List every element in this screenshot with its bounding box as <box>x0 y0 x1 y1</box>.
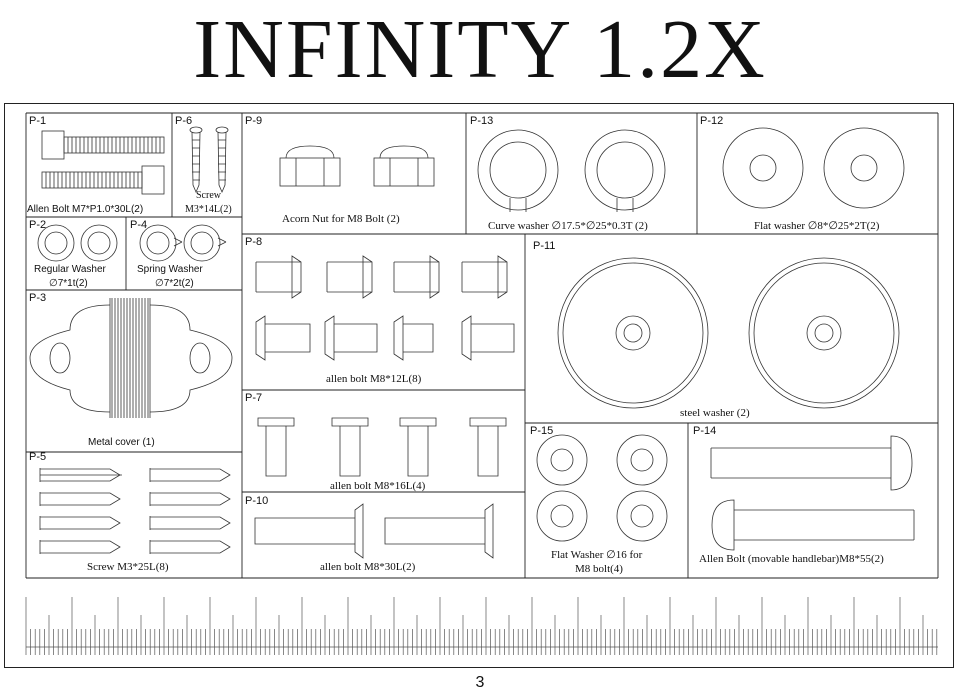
p3-desc: Metal cover (1) <box>88 437 155 448</box>
p5-screw-drawing <box>39 468 231 554</box>
p4-spring-washer-drawing <box>139 224 227 262</box>
p4-id: P-4 <box>130 219 148 231</box>
p2-desc-line2: ∅7*1t(2) <box>49 278 88 289</box>
p13-curve-washer-drawing <box>477 129 666 212</box>
p3-id: P-3 <box>29 292 47 304</box>
p8-allen-bolt-drawing <box>255 255 515 361</box>
p1-id: P-1 <box>29 115 47 127</box>
p3-metal-cover-drawing <box>29 298 233 418</box>
p8-id: P-8 <box>245 236 263 248</box>
p4-desc-line1: Spring Washer <box>137 264 203 275</box>
p11-id: P-11 <box>533 240 556 252</box>
p12-flat-washer-drawing <box>722 127 905 209</box>
p11-steel-washer-drawing <box>557 257 900 409</box>
p5-desc: Screw M3*25L(8) <box>87 561 169 573</box>
page-number: 3 <box>475 674 485 691</box>
p14-allen-bolt-drawing <box>710 435 915 551</box>
p13-id: P-13 <box>470 115 494 127</box>
p13-desc: Curve washer ∅17.5*∅25*0.3T (2) <box>488 220 648 232</box>
p11-desc: steel washer (2) <box>680 407 750 419</box>
p4-desc-line2: ∅7*2t(2) <box>155 278 194 289</box>
p8-desc: allen bolt M8*12L(8) <box>326 373 422 385</box>
p12-desc: Flat washer ∅8*∅25*2T(2) <box>754 220 880 232</box>
p6-id: P-6 <box>175 115 193 127</box>
p2-id: P-2 <box>29 219 47 231</box>
parts-frame <box>4 103 954 668</box>
p12-id: P-12 <box>700 115 724 127</box>
p15-desc-line2: M8 bolt(4) <box>575 563 623 575</box>
p9-id: P-9 <box>245 115 263 127</box>
p7-id: P-7 <box>245 392 263 404</box>
p15-id: P-15 <box>530 425 554 437</box>
manual-title: INFINITY 1.2X <box>193 3 767 96</box>
p9-desc: Acorn Nut for M8 Bolt (2) <box>282 213 400 225</box>
p10-id: P-10 <box>245 495 269 507</box>
p10-allen-bolt-drawing <box>254 503 494 559</box>
p15-desc-line1: Flat Washer ∅16 for <box>551 549 643 561</box>
p1-allen-bolt-drawing <box>41 130 165 195</box>
p10-desc: allen bolt M8*30L(2) <box>320 561 416 573</box>
p6-desc-line2: M3*14L(2) <box>185 204 232 215</box>
p1-desc: Allen Bolt M7*P1.0*30L(2) <box>27 204 144 215</box>
p7-allen-bolt-drawing <box>257 417 507 477</box>
p6-screw-drawing <box>189 126 229 194</box>
p2-regular-washer-drawing <box>37 224 118 262</box>
p2-desc-line1: Regular Washer <box>34 264 106 275</box>
p14-desc: Allen Bolt (movable handlebar)M8*55(2) <box>699 553 884 565</box>
ruler-scale <box>25 597 938 655</box>
p14-id: P-14 <box>693 425 717 437</box>
p5-id: P-5 <box>29 451 47 463</box>
p9-acorn-nut-drawing <box>279 145 435 187</box>
p15-flat-washer-drawing <box>536 434 668 542</box>
p7-desc: allen bolt M8*16L(4) <box>330 480 426 492</box>
grid-lines <box>25 112 939 579</box>
p6-desc-line1: Screw <box>196 190 221 201</box>
